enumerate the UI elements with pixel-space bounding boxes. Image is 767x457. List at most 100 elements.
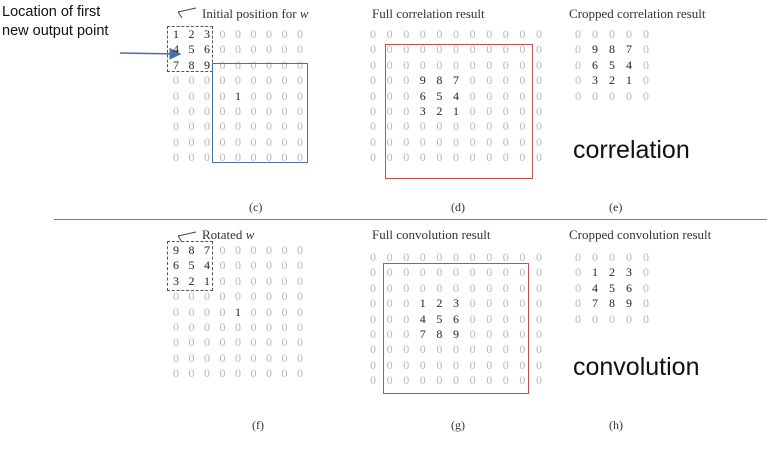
grid-cell: 3 [173, 273, 179, 288]
grid-cell: 0 [250, 366, 257, 381]
grid-cell: 0 [536, 88, 542, 103]
grid-cell: 5 [436, 311, 443, 326]
grid-cell: 0 [403, 119, 410, 134]
grid-cell: 0 [453, 342, 459, 357]
grid-cell: 0 [469, 88, 476, 103]
grid-cell: 0 [386, 150, 393, 165]
grid-cell: 0 [502, 27, 509, 41]
grid-cell: 0 [453, 265, 459, 280]
grid-cell: 0 [266, 27, 272, 41]
grid-cell: 0 [486, 265, 493, 280]
grid-cell: 0 [469, 42, 476, 57]
grid-cell: 0 [281, 289, 288, 304]
grid-cell: 0 [235, 366, 241, 381]
grid-cell: 0 [609, 88, 615, 103]
grid-cell: 0 [266, 150, 272, 165]
grid-cell: 0 [188, 88, 195, 103]
grid-cell: 0 [469, 311, 476, 326]
grid-cell: 0 [250, 42, 257, 57]
location-arrow [119, 47, 182, 60]
grid-cell: 7 [173, 57, 179, 72]
panel-f-label: (f) [252, 418, 264, 432]
grid-cell: 0 [386, 342, 393, 357]
grid-cell: 0 [188, 104, 195, 118]
grid-cell: 0 [204, 73, 210, 88]
grid-cell: 0 [297, 104, 303, 118]
grid-cell: 0 [419, 342, 426, 357]
grid-cell: 0 [370, 357, 376, 372]
grid-cell: 0 [469, 150, 476, 165]
grid-cell: 0 [173, 104, 179, 118]
grid-cell: 0 [536, 296, 542, 311]
grid-cell: 0 [219, 258, 226, 273]
grid-cell: 0 [536, 373, 542, 388]
grid-cell: 0 [536, 311, 542, 326]
grid-cell: 0 [519, 27, 526, 41]
panel-f-title: Rotated w [202, 227, 254, 243]
grid-cell: 0 [609, 311, 615, 326]
grid-cell: 0 [219, 119, 226, 134]
grid-cell: 0 [403, 57, 410, 72]
grid-cell: 0 [266, 366, 272, 381]
panel-h-title: Cropped convolution result [569, 227, 712, 242]
grid-cell: 0 [219, 42, 226, 57]
result-region-box-d [385, 44, 533, 179]
grid-cell: 0 [235, 134, 241, 149]
grid-cell: 0 [486, 104, 493, 118]
grid-cell: 7 [419, 327, 426, 341]
grid-cell: 0 [519, 88, 526, 103]
grid-cell: 0 [235, 243, 241, 257]
grid-cell: 0 [297, 42, 303, 57]
grid-cell: 0 [173, 119, 179, 134]
location-note-line2: new output point [2, 23, 109, 39]
grid-cell: 3 [626, 265, 632, 280]
grid-cell: 0 [486, 280, 493, 295]
grid-cell: 8 [188, 243, 195, 257]
grid-cell: 0 [266, 350, 272, 365]
grid-cell: 0 [453, 373, 459, 388]
panel-d-label: (d) [451, 200, 465, 214]
grid-cell: 0 [419, 265, 426, 280]
grid-cell: 0 [403, 327, 410, 341]
grid-cell: 0 [626, 88, 632, 103]
grid-cell: 0 [370, 42, 376, 57]
grid-cell: 0 [297, 335, 303, 350]
grid-cell: 0 [370, 373, 376, 388]
grid-cell: 0 [469, 119, 476, 134]
grid-cell: 0 [469, 104, 476, 118]
grid-cell: 0 [403, 373, 410, 388]
grid-cell: 0 [519, 342, 526, 357]
grid-cell: 3 [592, 73, 598, 88]
grid-cell: 0 [219, 134, 226, 149]
grid-cell: 0 [297, 27, 303, 41]
grid-cell: 0 [419, 27, 426, 41]
grid-cell: 0 [575, 280, 581, 295]
grid-cell: 0 [173, 150, 179, 165]
grid-cell: 0 [519, 280, 526, 295]
grid-cell: 0 [502, 134, 509, 149]
grid-cell: 0 [370, 342, 376, 357]
grid-cell: 0 [370, 280, 376, 295]
correlation-label: correlation [573, 136, 690, 164]
grid-cell: 0 [502, 265, 509, 280]
grid-cell: 0 [188, 150, 195, 165]
grid-cell: 0 [250, 273, 257, 288]
grid-cell: 0 [575, 311, 581, 326]
grid-cell: 0 [469, 327, 476, 341]
grid-cell: 0 [250, 104, 257, 118]
grid-cell: 0 [370, 296, 376, 311]
section-divider [54, 219, 767, 220]
grid-cell: 0 [188, 289, 195, 304]
grid-cell: 3 [453, 296, 459, 311]
grid-cell: 0 [370, 88, 376, 103]
grid-cell: 0 [536, 280, 542, 295]
grid-cell: 0 [266, 42, 272, 57]
grid-cell: 3 [419, 104, 426, 118]
grid-cell: 0 [281, 320, 288, 334]
grid-cell: 0 [536, 357, 542, 372]
grid-cell: 0 [436, 265, 443, 280]
grid-cell: 0 [436, 342, 443, 357]
grid-cell: 0 [536, 150, 542, 165]
panel-c-label: (c) [249, 200, 263, 214]
